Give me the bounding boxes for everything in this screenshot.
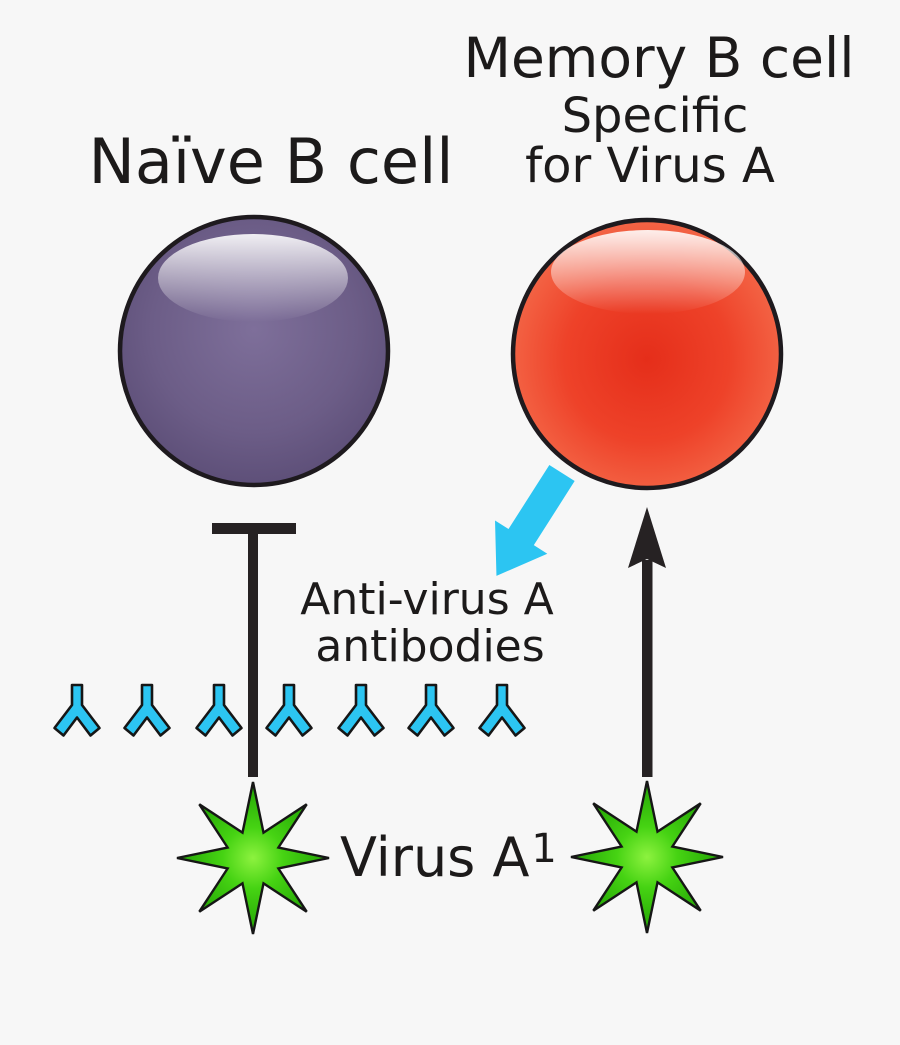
antibody-y-icon <box>478 683 526 737</box>
virus-a-label: Virus A1 <box>340 829 557 885</box>
memory-b-cell-sphere <box>510 217 784 491</box>
naive-b-cell-label: Naïve B cell <box>88 125 454 198</box>
antibody-y-icon <box>123 683 171 737</box>
antibody-y-icon <box>195 683 243 737</box>
memory-specific-label: Specific <box>561 88 749 144</box>
antibody-y-icon <box>53 683 101 737</box>
memory-for-virus-label: for Virus A <box>525 138 775 194</box>
antibody-y-icon <box>337 683 385 737</box>
secretion-arrow-icon <box>495 464 575 576</box>
anti-virus-antibodies-label-line1: Anti-virus A <box>300 574 554 625</box>
virus-star-icon-right <box>569 779 725 935</box>
memory-sphere-gloss-highlight <box>551 230 745 314</box>
naive-sphere-gloss-highlight <box>158 234 348 322</box>
antibody-y-icon <box>407 683 455 737</box>
inhibition-tbar-icon <box>212 523 296 777</box>
memory-b-cell-label: Memory B cell <box>463 26 855 90</box>
virus-a-label-text: Virus A <box>340 826 530 889</box>
anti-virus-antibodies-label-line2: antibodies <box>315 621 545 672</box>
virus-a-superscript: 1 <box>531 826 557 872</box>
antibody-row <box>53 683 526 737</box>
virus-star-icon-left <box>175 780 331 936</box>
stimulation-arrow-icon <box>628 507 666 777</box>
naive-b-cell-sphere <box>117 214 391 488</box>
antibody-y-icon <box>265 683 313 737</box>
